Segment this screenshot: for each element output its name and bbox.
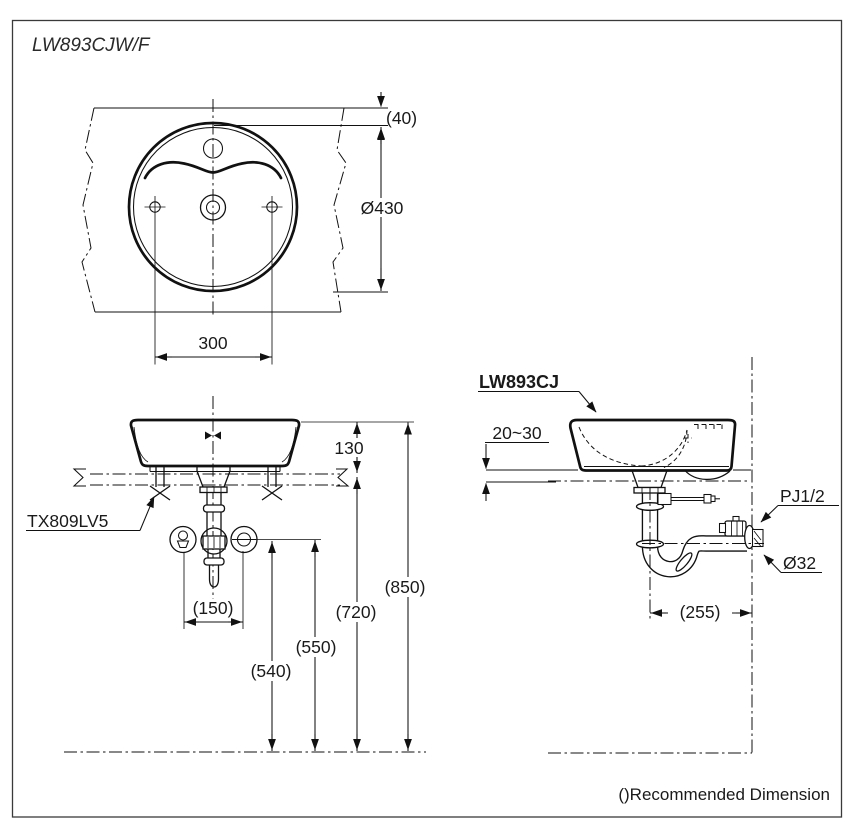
dim-550: (550) bbox=[296, 637, 337, 657]
dim-40: (40) bbox=[386, 108, 417, 128]
dim-255: (255) bbox=[680, 602, 721, 622]
dim-720: (720) bbox=[336, 602, 377, 622]
top-view: (40) Ø430 300 bbox=[81, 92, 417, 365]
dim-850: (850) bbox=[385, 577, 426, 597]
wall-valve bbox=[718, 515, 764, 550]
recommended-dimension-note: ()Recommended Dimension bbox=[618, 785, 830, 804]
hidden-overflow-mark bbox=[684, 434, 692, 443]
dia32-leader bbox=[763, 554, 782, 573]
dim-540: (540) bbox=[251, 661, 292, 681]
fixing-bolt-right bbox=[261, 466, 283, 501]
pj12-leader bbox=[760, 505, 779, 523]
part-lw893cj: LW893CJ bbox=[479, 372, 559, 392]
dim-150: (150) bbox=[193, 598, 234, 618]
front-view: TX809LV5 (150) 130 (540) (550) bbox=[26, 396, 432, 753]
basin-front-outline bbox=[129, 418, 301, 468]
dim-20-30: 20~30 bbox=[492, 423, 541, 443]
counter-break-line-right bbox=[332, 107, 347, 313]
label-pj12: PJ1/2 bbox=[780, 486, 825, 506]
sheet-border bbox=[11, 19, 843, 818]
dim-130: 130 bbox=[334, 438, 363, 458]
model-title: LW893CJW/F bbox=[32, 35, 151, 56]
side-view: 20~30 LW893CJ PJ1/2 Ø32 (255) bbox=[478, 357, 839, 754]
supply-stub-left bbox=[169, 525, 197, 554]
label-dia32: Ø32 bbox=[783, 553, 816, 573]
bowl-underside bbox=[684, 470, 731, 481]
tx809lv5-leader bbox=[139, 496, 155, 531]
pop-up-rod bbox=[657, 492, 720, 506]
bowl-hidden-contour bbox=[578, 426, 642, 467]
break-symbol-left bbox=[72, 468, 86, 487]
basin-side-outline bbox=[568, 418, 737, 472]
dim-diameter-430: Ø430 bbox=[361, 198, 404, 218]
part-tx809lv5: TX809LV5 bbox=[27, 511, 108, 531]
drain-assembly-front bbox=[196, 465, 231, 588]
counter-break-line-left bbox=[81, 107, 96, 313]
dim-300: 300 bbox=[198, 333, 227, 353]
drain-boss-side bbox=[631, 469, 668, 489]
break-symbol-right bbox=[336, 468, 350, 487]
faucet-symbol bbox=[205, 431, 221, 440]
lw893cj-leader bbox=[578, 391, 597, 413]
trap-stub-center bbox=[200, 527, 228, 555]
supply-stub-right bbox=[230, 525, 258, 554]
